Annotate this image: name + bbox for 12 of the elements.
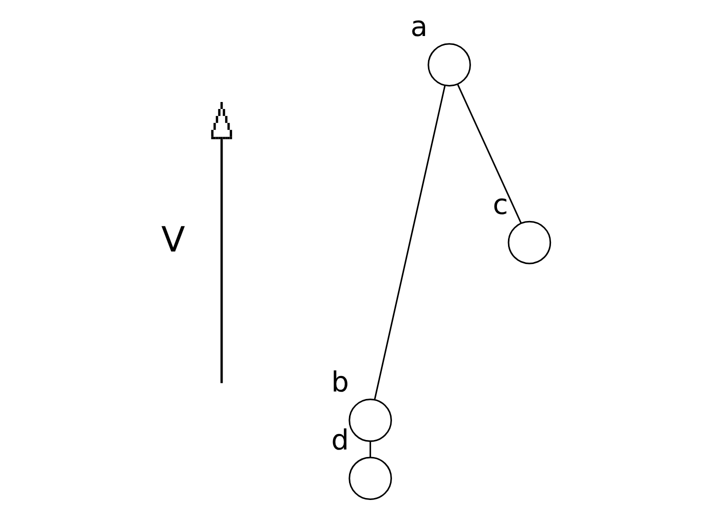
label: V [161, 220, 186, 260]
connector [456, 83, 522, 223]
node-circle [428, 42, 471, 86]
node-label: b [331, 364, 349, 398]
node-circle [348, 398, 392, 442]
node-label: d [331, 423, 349, 456]
node-label: a [410, 10, 428, 43]
connector [374, 84, 446, 400]
node-circle [508, 220, 552, 264]
connector [370, 440, 372, 457]
node-label: c [492, 187, 508, 220]
node-circle [348, 456, 392, 500]
